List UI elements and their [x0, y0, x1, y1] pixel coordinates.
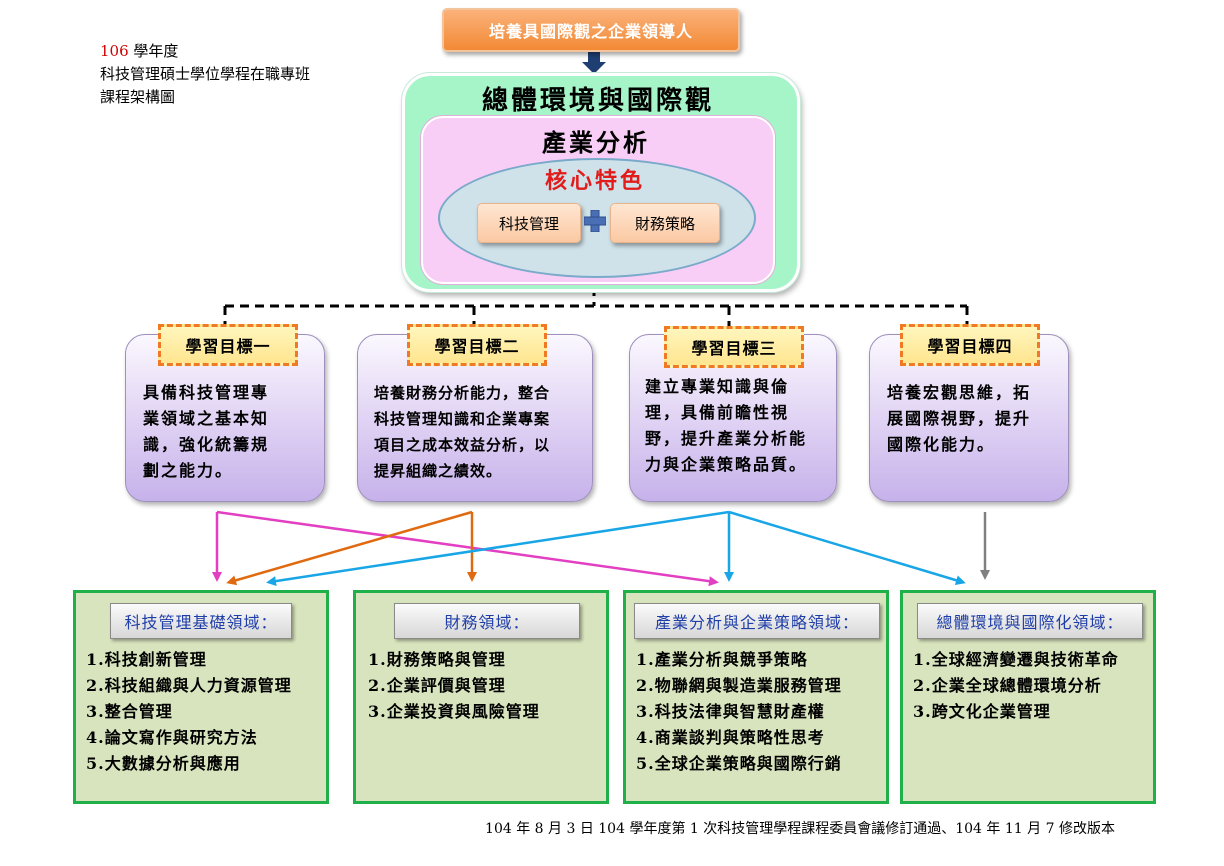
domain-title-4: 總體環境與國際化領域： [917, 603, 1143, 639]
program-name: 科技管理碩士學位學程在職專班 [100, 65, 311, 83]
dashed-tree [223, 287, 969, 328]
goal1-arrows [212, 510, 719, 587]
domain-box-global: 總體環境與國際化領域： 1.全球經濟變遷與技術革命 2.企業全球總體環境分析 3… [900, 590, 1156, 804]
list-item: 1.產業分析與競爭策略 [636, 650, 808, 669]
list-item: 3.企業投資與風險管理 [368, 702, 540, 721]
list-item: 4.商業談判與策略性思考 [636, 728, 825, 747]
domain-list-3: 1.產業分析與競爭策略 2.物聯網與製造業服務管理 3.科技法律與智慧財產權 4… [636, 647, 842, 777]
list-item: 4.論文寫作與研究方法 [86, 728, 258, 747]
domain-title-2: 財務領域： [394, 603, 580, 639]
chart-name: 課程架構圖 [100, 88, 176, 106]
plus-icon [584, 210, 606, 232]
list-item: 1.科技創新管理 [86, 650, 207, 669]
list-item: 2.企業評價與管理 [368, 676, 506, 695]
domain-list-1: 1.科技創新管理 2.科技組織與人力資源管理 3.整合管理 4.論文寫作與研究方… [86, 647, 292, 777]
goal-tag-2: 學習目標二 [407, 324, 547, 366]
tech-management-pill: 科技管理 [477, 203, 581, 243]
list-item: 5.全球企業策略與國際行銷 [636, 754, 842, 773]
list-item: 1.全球經濟變遷與技術革命 [913, 650, 1119, 669]
goal3-arrows [266, 510, 966, 587]
domain-list-2: 1.財務策略與管理 2.企業評價與管理 3.企業投資與風險管理 [368, 647, 540, 725]
goal2-arrows [226, 510, 477, 586]
financial-strategy-pill: 財務策略 [610, 203, 720, 243]
mission-banner: 培養具國際觀之企業領導人 [442, 8, 740, 52]
list-item: 3.跨文化企業管理 [913, 702, 1051, 721]
goal-tag-1: 學習目標一 [158, 324, 298, 366]
domain-box-industry-strategy: 產業分析與企業策略領域： 1.產業分析與競爭策略 2.物聯網與製造業服務管理 3… [623, 590, 889, 804]
goal-tag-3: 學習目標三 [664, 326, 804, 368]
revision-footnote: 104 年 8 月 3 日 104 學年度第 1 次科技管理學程課程委員會議修訂… [485, 821, 1115, 837]
academic-year-suffix: 學年度 [128, 42, 179, 60]
industry-analysis-title: 產業分析 [542, 128, 650, 157]
list-item: 2.科技組織與人力資源管理 [86, 676, 292, 695]
list-item: 3.整合管理 [86, 702, 173, 721]
goal-text-3: 建立專業知識與倫理，具備前瞻性視野，提升產業分析能力與企業策略品質。 [645, 377, 808, 474]
domain-list-4: 1.全球經濟變遷與技術革命 2.企業全球總體環境分析 3.跨文化企業管理 [913, 647, 1119, 725]
list-item: 3.科技法律與智慧財產權 [636, 702, 825, 721]
academic-year: 106 [100, 42, 129, 60]
domain-title-3: 產業分析與企業策略領域： [634, 603, 880, 639]
goal-text-4: 培養宏觀思維，拓展國際視野，提升國際化能力。 [887, 383, 1032, 454]
banner-down-arrow [582, 50, 606, 74]
goal-tag-4: 學習目標四 [900, 324, 1040, 366]
domain-box-finance: 財務領域： 1.財務策略與管理 2.企業評價與管理 3.企業投資與風險管理 [353, 590, 609, 804]
chart-note: 106 學年度 科技管理碩士學位學程在職專班 課程架構圖 [100, 40, 310, 109]
list-item: 1.財務策略與管理 [368, 650, 506, 669]
goal-text-1: 具備科技管理專業領域之基本知識，強化統籌規劃之能力。 [143, 383, 270, 480]
macro-environment-title: 總體環境與國際觀 [481, 86, 714, 116]
list-item: 5.大數據分析與應用 [86, 754, 241, 773]
list-item: 2.物聯網與製造業服務管理 [636, 676, 842, 695]
core-feature-title: 核心特色 [544, 168, 645, 194]
domain-title-1: 科技管理基礎領域： [110, 603, 292, 639]
list-item: 2.企業全球總體環境分析 [913, 676, 1102, 695]
domain-box-tech-management: 科技管理基礎領域： 1.科技創新管理 2.科技組織與人力資源管理 3.整合管理 … [73, 590, 329, 804]
goal-text-2: 培養財務分析能力，整合科技管理知識和企業專案項目之成本效益分析，以提昇組織之績效… [374, 384, 551, 480]
